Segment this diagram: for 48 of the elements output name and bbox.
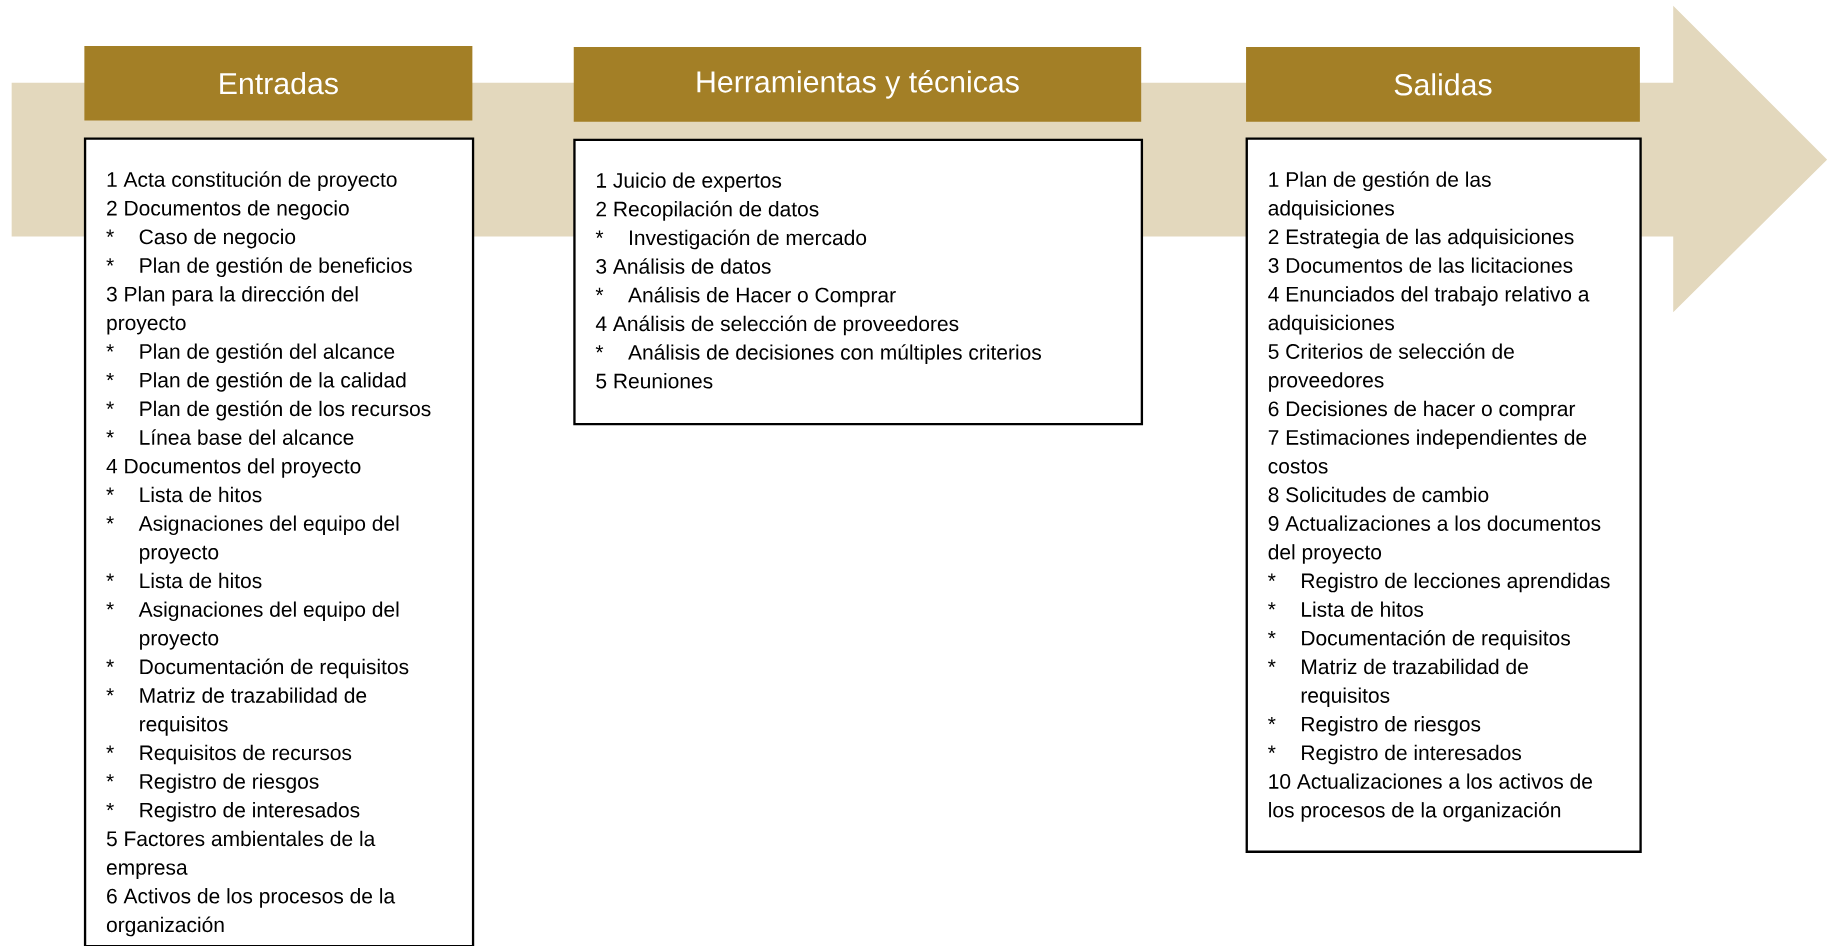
list-item: 5 Criterios de selección de proveedores bbox=[1268, 343, 1514, 392]
bullet-item: * Registro de riesgos bbox=[1268, 716, 1481, 736]
list-item: 9 Actualizaciones a los documentos del proyecto bbox=[1268, 515, 1601, 564]
bullet-item: * Documentación de requisitos bbox=[1268, 629, 1570, 650]
bullet-item: * Asignaciones del equipo del proyecto bbox=[106, 515, 399, 564]
list-box bbox=[1245, 137, 1642, 853]
list-item: 4 Documentos del proyecto bbox=[106, 458, 361, 478]
list-item: 2 Documentos de negocio bbox=[107, 200, 349, 220]
bullet-item: * Lista de hitos bbox=[106, 486, 262, 503]
bullet-item: * Línea base del alcance bbox=[106, 429, 354, 445]
list-item: 7 Estimaciones independientes de costos bbox=[1268, 429, 1587, 474]
list-item: 10 Actualizaciones a los activos de los procesos de la organización bbox=[1269, 773, 1592, 822]
bullet-item: * Plan de gestión de los recursos bbox=[106, 400, 431, 421]
bullet-item: * Plan de gestión de beneficios bbox=[106, 257, 412, 277]
bullet-item: * Matriz de trazabilidad de requisitos bbox=[106, 687, 367, 736]
list-item: 3 Documentos de las licitaciones bbox=[1268, 257, 1573, 273]
bullet-item: * Caso de negocio bbox=[106, 228, 296, 249]
bullet-item: * Documentación de requisitos bbox=[106, 658, 409, 679]
bullet-item: * Investigación de mercado bbox=[595, 229, 867, 250]
list-item: 8 Solicitudes de cambio bbox=[1268, 486, 1489, 503]
list-item: 5 Reuniones bbox=[596, 373, 713, 389]
list-item: 4 Análisis de selección de proveedores bbox=[595, 315, 959, 336]
list-item: 2 Recopilación de datos bbox=[596, 200, 819, 221]
list-item: 3 Plan para la dirección del proyecto bbox=[106, 285, 358, 335]
bullet-item: * Plan de gestión de la calidad bbox=[106, 371, 406, 392]
list-box bbox=[83, 137, 475, 946]
list-box bbox=[573, 138, 1144, 426]
bullet-item: * Análisis de Hacer o Comprar bbox=[595, 286, 896, 307]
bullet-item: * Matriz de trazabilidad de requisitos bbox=[1268, 658, 1528, 707]
list-item: 6 Activos de los procesos de la organización bbox=[106, 888, 396, 937]
bullet-item: * Lista de hitos bbox=[1268, 601, 1424, 617]
list-item: 5 Factores ambientales de la empresa bbox=[106, 830, 376, 879]
list-item: 1 Plan de gestión de las adquisiciones bbox=[1268, 171, 1491, 220]
bullet-item: * Asignaciones del equipo del proyecto bbox=[106, 601, 399, 650]
bullet-item: * Registro de interesados bbox=[1268, 744, 1522, 765]
list-item: 3 Análisis de datos bbox=[596, 258, 771, 274]
bullet-item: * Lista de hitos bbox=[106, 572, 262, 589]
list-item: 6 Decisiones de hacer o comprar bbox=[1268, 400, 1576, 421]
list-item: 4 Enunciados del trabajo relativo a adquisiciones bbox=[1268, 286, 1590, 335]
list-item: 2 Estrategia de las adquisiciones bbox=[1268, 228, 1574, 249]
list-item: 1 Acta constitución de proyecto bbox=[107, 171, 397, 192]
list-item: 1 Juicio de expertos bbox=[597, 172, 782, 192]
bullet-item: * Registro de lecciones aprendidas bbox=[1268, 572, 1610, 593]
bullet-item: * Análisis de decisiones con múltiples criterios bbox=[595, 344, 1041, 364]
bullet-item: * Registro de riesgos bbox=[106, 773, 319, 793]
bullet-item: * Plan de gestión del alcance bbox=[106, 343, 395, 363]
bullet-item: * Requisitos de recursos bbox=[106, 744, 352, 765]
bullet-item: * Registro de interesados bbox=[106, 802, 360, 822]
